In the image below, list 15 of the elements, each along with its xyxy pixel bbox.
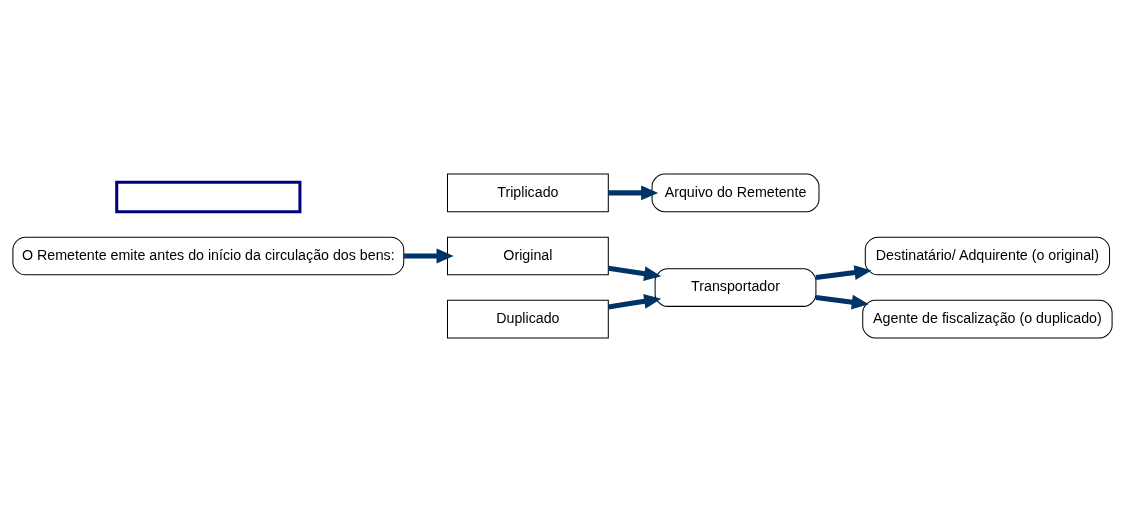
- node-box: O Remetente emite antes do início da circulação dos bens:: [12, 236, 405, 276]
- node-box: Arquivo do Remetente: [651, 173, 820, 213]
- arrow: [815, 265, 872, 281]
- node-box: Original: [447, 236, 609, 276]
- node-box: Duplicado: [447, 299, 609, 339]
- node-box: [115, 180, 302, 214]
- node-box: Triplicado: [447, 173, 609, 213]
- node-box: Transportador: [654, 268, 817, 307]
- arrow: [404, 248, 454, 264]
- arrow: [815, 294, 869, 310]
- arrow: [608, 265, 662, 282]
- arrow: [608, 185, 659, 201]
- node-box: Agente de fiscalização (o duplicado): [862, 299, 1113, 339]
- node-box: Destinatário/ Adquirente (o original): [864, 236, 1111, 276]
- arrow: [608, 294, 662, 310]
